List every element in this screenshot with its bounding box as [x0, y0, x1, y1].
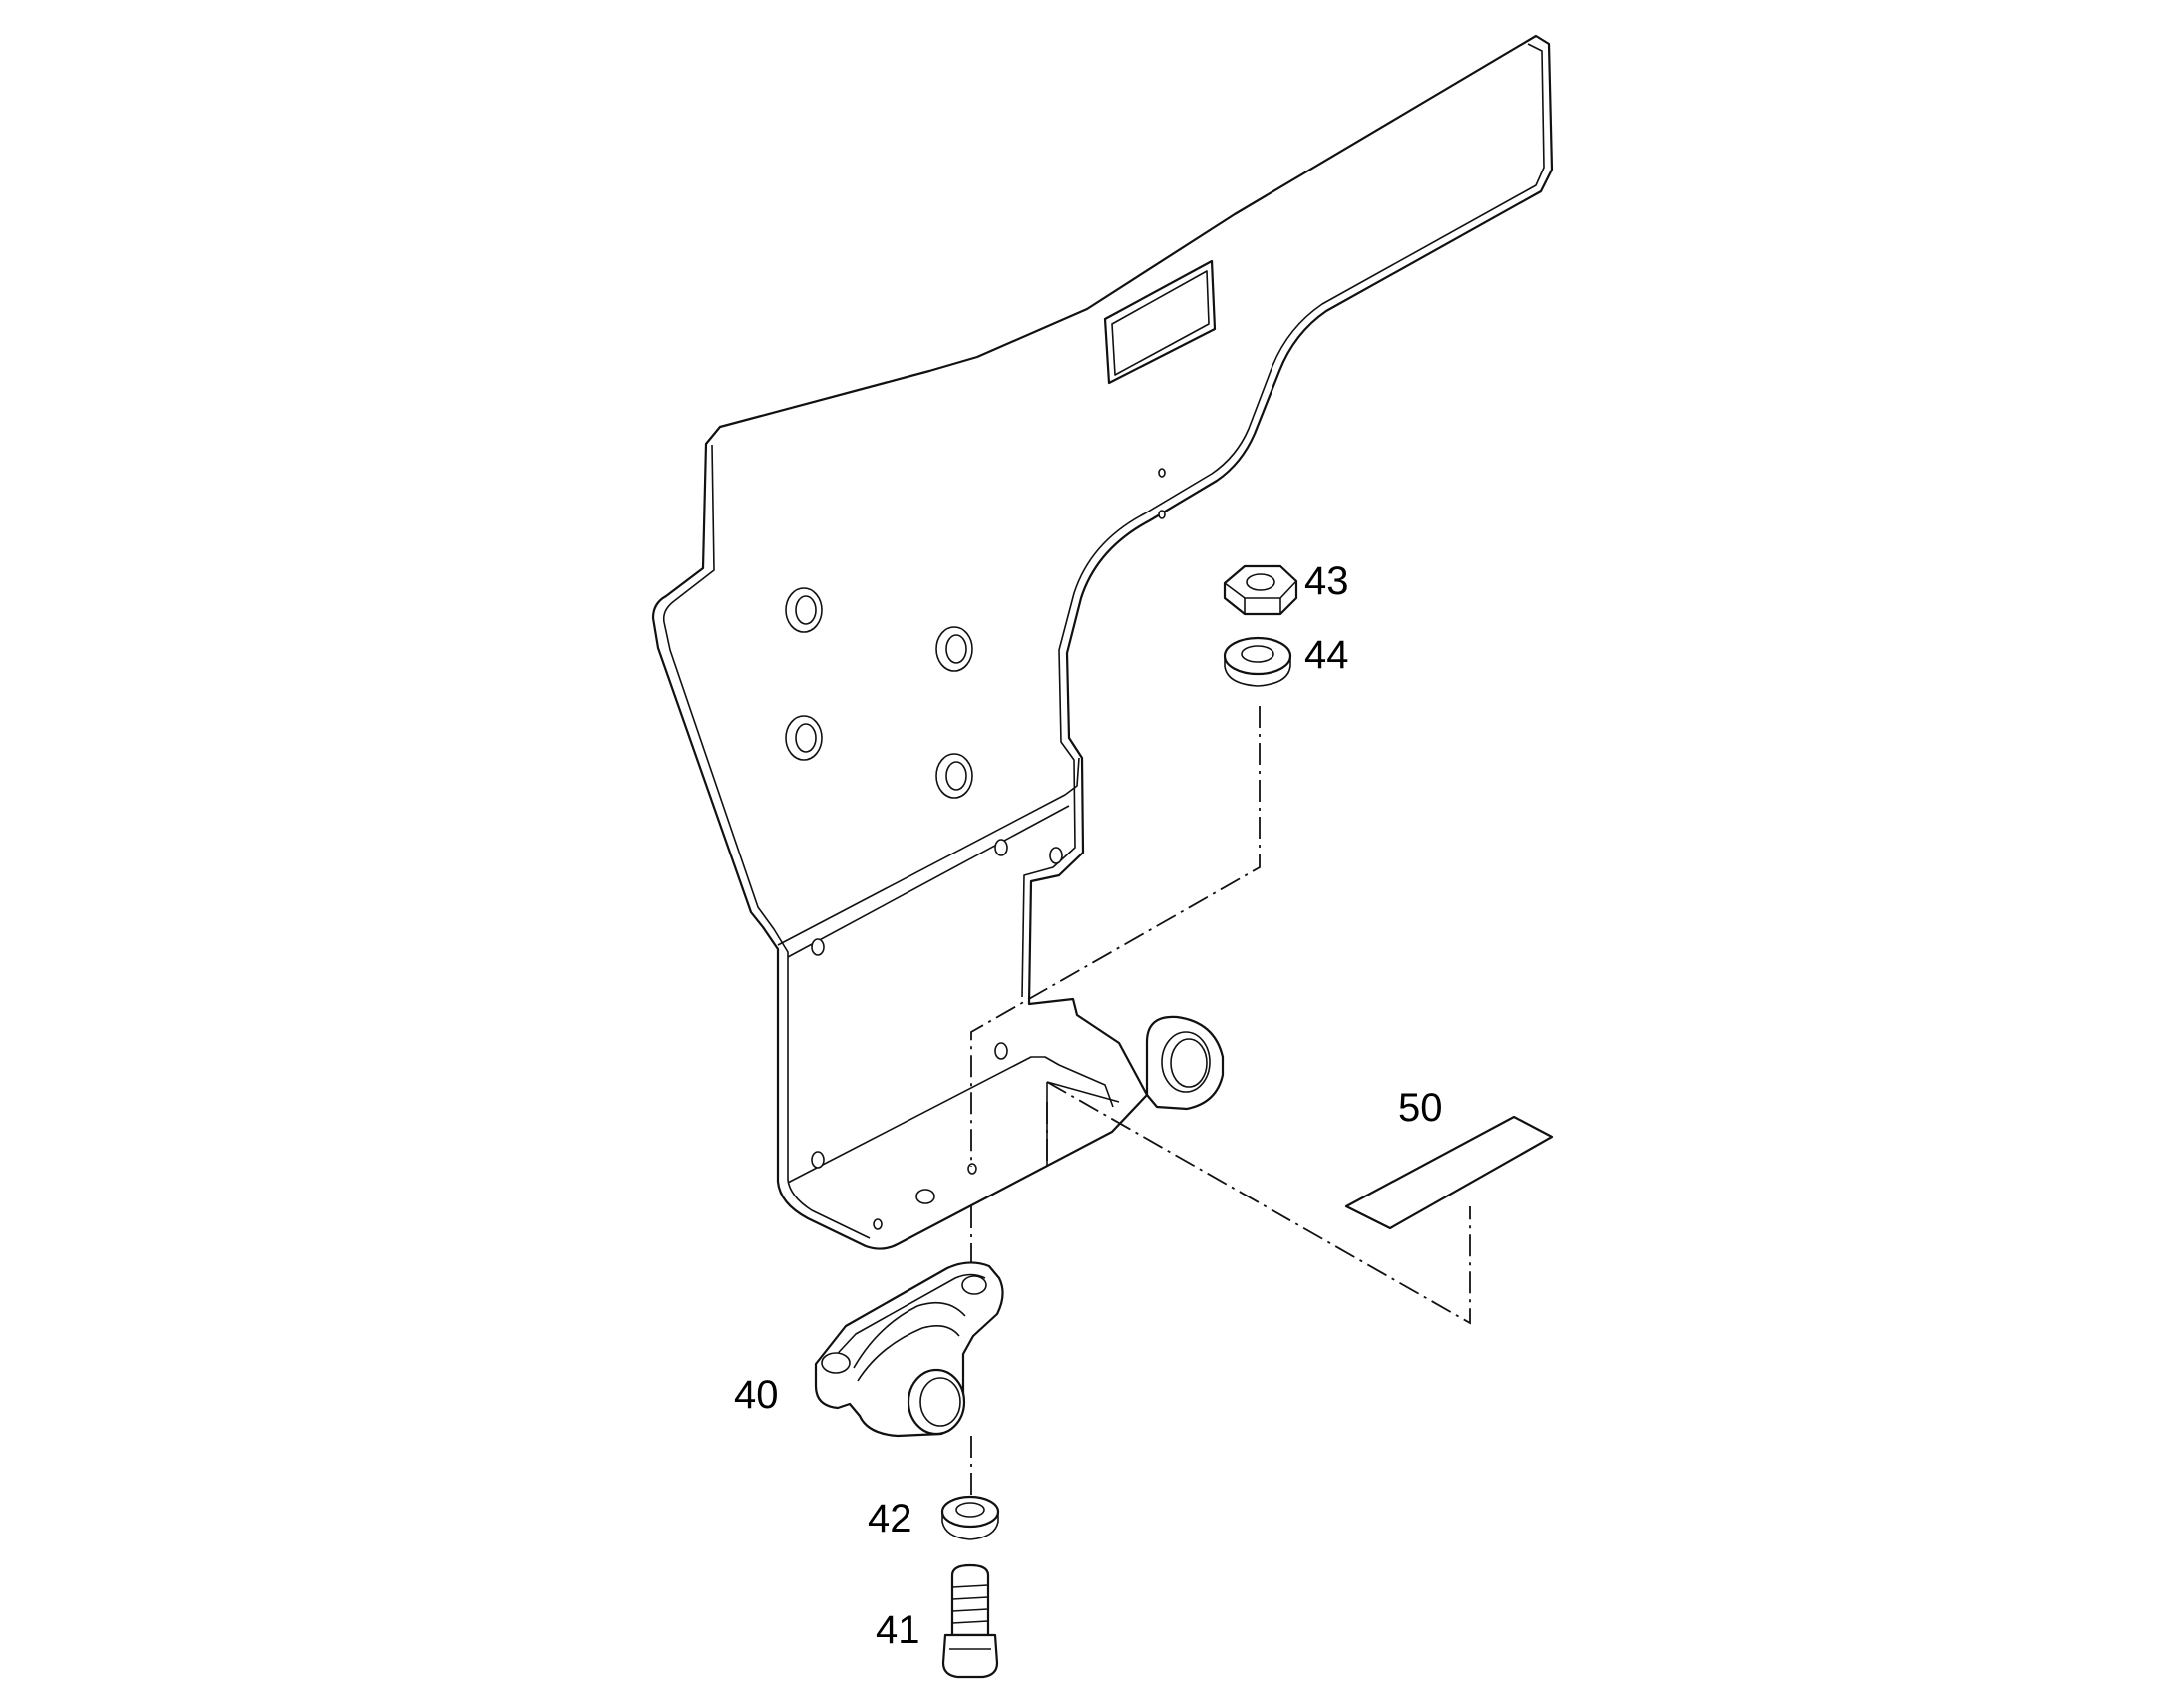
label-decal [1344, 1115, 1554, 1230]
washer-lower [940, 1495, 1000, 1540]
bearing-block [814, 1261, 1004, 1438]
callout-42: 42 [868, 1497, 912, 1540]
callout-50: 50 [1398, 1086, 1443, 1130]
washer-upper [1223, 636, 1292, 687]
callout-44: 44 [1304, 633, 1349, 677]
countersunk-hole [785, 587, 823, 633]
hex-nut [1223, 564, 1298, 616]
countersunk-hole [785, 715, 823, 761]
callout-40: 40 [734, 1373, 779, 1417]
countersunk-hole [935, 626, 973, 672]
bolt [941, 1563, 999, 1679]
countersunk-hole [935, 753, 973, 799]
callout-43: 43 [1304, 559, 1349, 603]
mounting-bracket [651, 34, 1554, 1250]
callout-41: 41 [876, 1608, 920, 1652]
